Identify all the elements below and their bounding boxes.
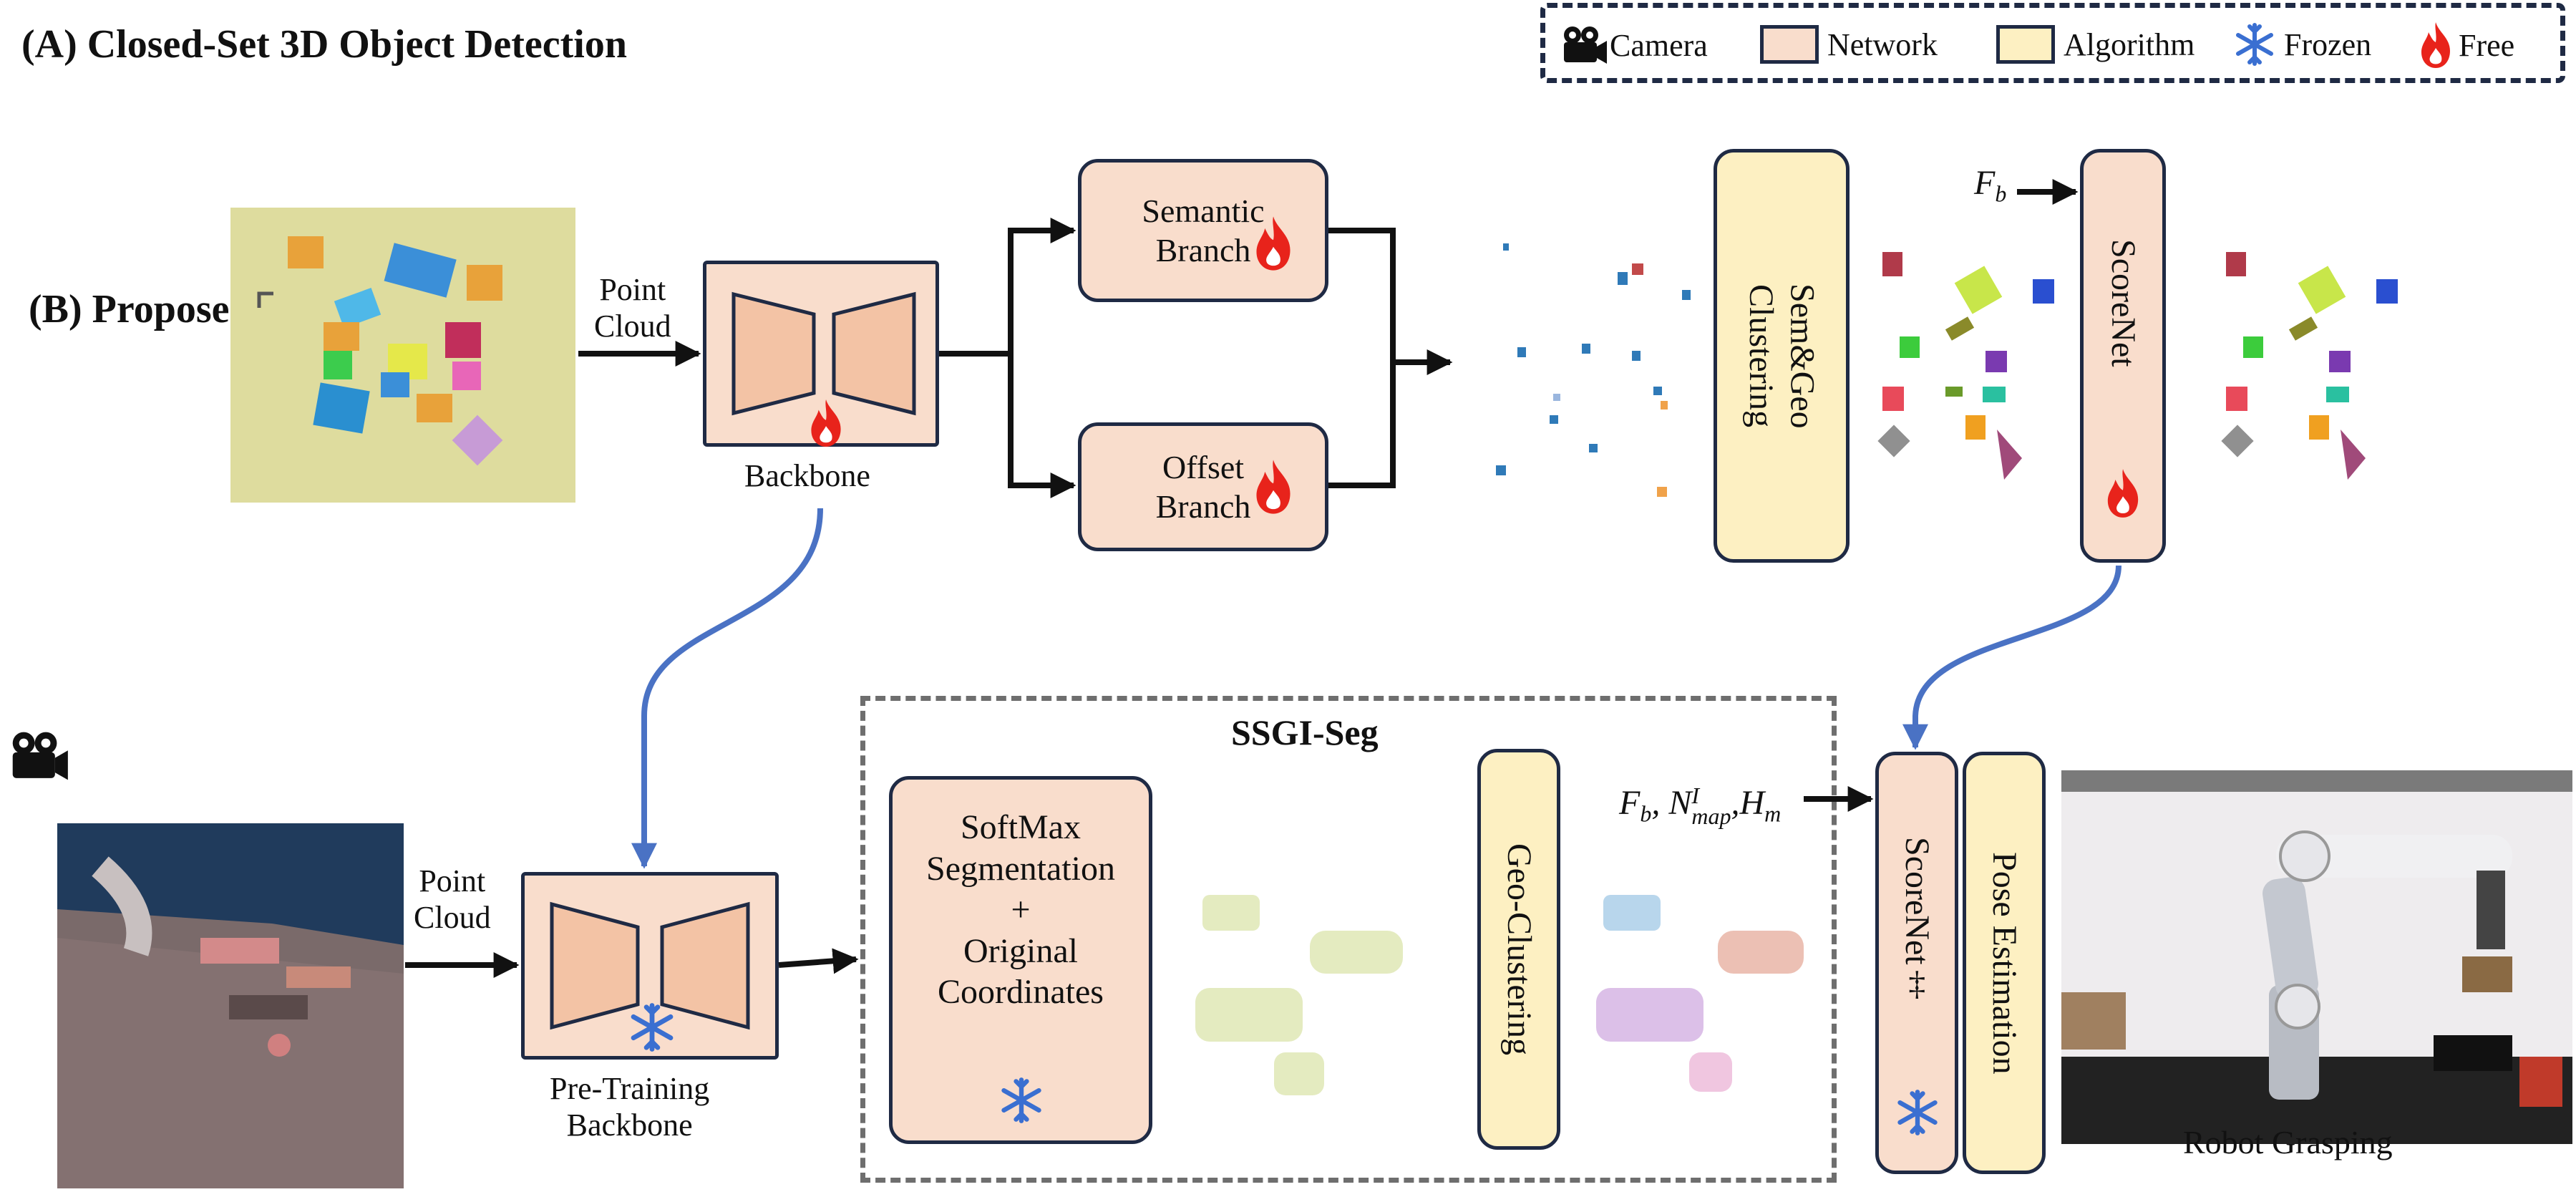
b-segmented-point-cloud [1188,881,1424,1117]
legend: Camera Network Algorithm Frozen Free [1540,3,2565,83]
snowflake-icon [1001,1077,1041,1123]
geo-clustering-box: Geo-Clustering [1477,749,1560,1150]
fire-icon [1256,460,1291,514]
pose-estimation-box: Pose Estimation [1963,752,2046,1174]
a-scorenet-box: ScoreNet [2080,149,2166,563]
algorithm-swatch [1996,25,2055,64]
geo-clustering-label: Geo-Clustering [1500,843,1538,1055]
camera-icon [1564,26,1607,64]
b-backbone-label: Pre-Training Backbone [550,1071,710,1143]
sem-geo-clustering-box: Sem&Geo Clustering [1714,149,1850,563]
network-swatch [1760,25,1819,64]
section-a-title: (A) Closed-Set 3D Object Detection [21,22,627,67]
sem-geo-clustering-label: Sem&Geo Clustering [1742,283,1822,429]
b-clustered-point-cloud [1589,881,1825,1117]
camera-icon [12,732,68,780]
arrow-to-semantic [939,218,1076,357]
a-backbone-label: Backbone [744,458,870,493]
b-point-cloud-label: Point Cloud [414,863,491,935]
legend-algorithm: Algorithm [1996,25,2195,64]
a-scorenet-label: ScoreNet [2104,238,2142,367]
a-clustered-point-cloud [1868,243,2083,501]
a-detected-objects [2212,243,2426,501]
b-scorenet-box: ScoreNet‡ [1875,752,1958,1174]
b-scorenet-label: ScoreNet‡ [1897,837,1936,1003]
robot-photo [2061,770,2572,1144]
ssgi-seg-container [860,696,1837,1183]
legend-frozen: Frozen [2232,22,2371,67]
a-input-photo [230,208,575,503]
legend-free-label: Free [2459,27,2515,63]
weight-transfer-scorenet [1902,565,2121,750]
legend-camera-label: Camera [1610,27,1708,63]
a-point-cloud-label: Point Cloud [594,272,671,344]
robot-grasping-label: Robot Grasping [2183,1124,2393,1160]
snowflake-icon [2236,23,2273,66]
legend-free: Free [2417,21,2514,69]
legend-frozen-label: Frozen [2284,26,2372,62]
arrow-b-ssgi [778,948,859,974]
ssgi-seg-title: SSGI-Seg [1231,712,1379,752]
arrow-to-offset [1008,354,1076,498]
legend-network-label: Network [1827,26,1938,62]
snowflake-icon [631,1003,674,1052]
legend-network: Network [1760,25,1938,64]
fire-icon [1256,216,1291,271]
snowflake-icon [1897,1090,1938,1135]
legend-algorithm-label: Algorithm [2064,26,2195,62]
a-offset-point-cloud [1489,229,1703,515]
fire-icon [2421,22,2450,68]
weight-transfer-backbone [631,508,823,869]
legend-camera: Camera [1560,24,1708,67]
a-fb-input: Fb [1974,164,2007,207]
pose-estimation-label: Pose Estimation [1985,851,2023,1075]
fire-icon [2107,469,2139,518]
semantic-branch-box: Semantic Branch [1078,159,1328,302]
branch-merge [1328,228,1396,488]
fire-icon [811,399,841,447]
b-input-photo [57,823,404,1188]
